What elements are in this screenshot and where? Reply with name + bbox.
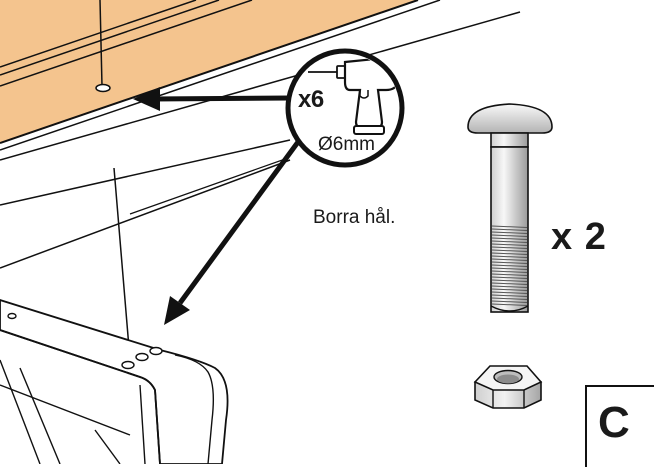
leg-line <box>113 167 131 361</box>
bolt-thread-line <box>491 285 528 288</box>
bolt-thread-line <box>491 288 528 291</box>
bolt-thread-line <box>491 282 528 285</box>
drill-bit-size-label: Ø6mm <box>318 134 375 155</box>
arrow-to-frame <box>164 140 301 325</box>
bolt-quantity-label: x 2 <box>551 216 607 258</box>
drill-callout <box>285 48 405 168</box>
bolt-thread-line <box>491 300 528 303</box>
step-frame <box>585 385 654 467</box>
carriage-bolt-icon <box>467 103 553 313</box>
bolt-thread-line <box>491 246 528 249</box>
bolt-thread-line <box>491 297 528 300</box>
bolt-thread-line <box>491 243 528 246</box>
frame-beams <box>0 11 521 269</box>
frame-corner <box>0 299 229 464</box>
step-label: C <box>598 398 630 447</box>
bolt-thread-line <box>491 252 528 255</box>
instruction-text: Borra hål. <box>313 207 396 228</box>
bolt-thread-line <box>491 273 528 276</box>
bolt-thread-line <box>491 291 528 294</box>
bolt-thread-line <box>491 228 528 231</box>
bolt-thread-line <box>491 255 528 258</box>
bolt-thread-line <box>491 234 528 237</box>
bolt-thread-line <box>491 225 528 228</box>
arrow-to-hole <box>133 87 291 111</box>
bolt-thread-line <box>491 270 528 273</box>
hex-nut-icon <box>473 365 543 409</box>
bolt-thread-line <box>491 264 528 267</box>
power-drill-icon <box>308 56 399 135</box>
wood-panel <box>0 0 441 151</box>
bolt-thread-line <box>491 231 528 234</box>
bolt-thread-line <box>491 276 528 279</box>
bolt-thread-line <box>491 249 528 252</box>
bolt-thread-line <box>491 237 528 240</box>
drill-hole <box>95 0 111 93</box>
bolt-thread-line <box>491 279 528 282</box>
drill-quantity-label: x6 <box>298 86 324 113</box>
bolt-thread-line <box>491 258 528 261</box>
bolt-thread-line <box>491 267 528 270</box>
bolt-thread-line <box>491 294 528 297</box>
bolt-thread-line <box>491 240 528 243</box>
bolt-thread-line <box>491 261 528 264</box>
bolt-thread-line <box>491 303 528 306</box>
